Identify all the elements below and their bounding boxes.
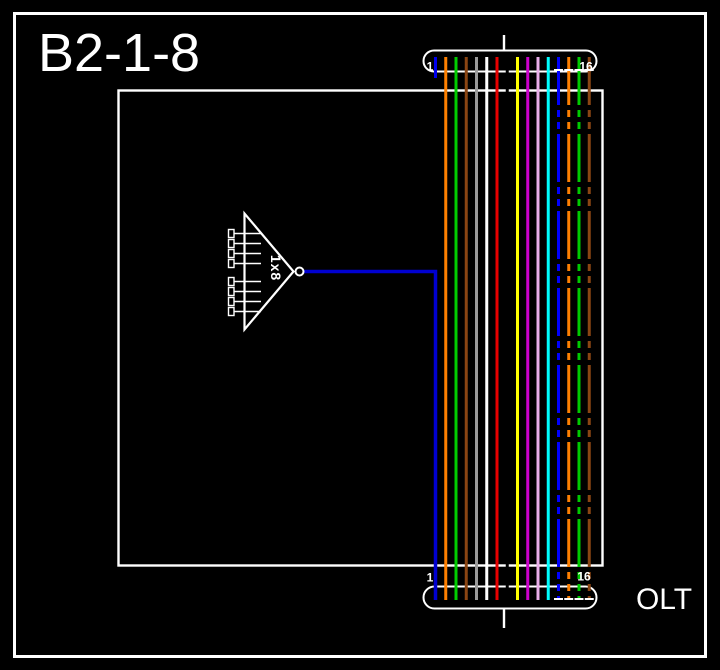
olt-label: OLT	[636, 583, 692, 616]
splitter-apex-connector	[294, 266, 305, 277]
page-title: B2-1-8	[38, 23, 200, 83]
enclosure-box	[117, 89, 604, 567]
splitter-input-fiber	[303, 269, 438, 600]
bottom-connector	[422, 585, 598, 628]
top-connector-label-1: 1	[427, 60, 434, 74]
fiber-ribbon	[434, 57, 594, 600]
splitter-symbol: 1x8	[227, 210, 438, 600]
splitter-port-connector-5	[227, 276, 235, 287]
splitter-port-connector-4	[227, 258, 235, 269]
bottom-connector-label-16: 16	[577, 570, 591, 584]
top-connector-label-16: 16	[579, 60, 593, 74]
splitter-port-connector-3	[227, 248, 235, 259]
splitter-triangle	[243, 210, 295, 333]
bottom-connector-label-1: 1	[427, 571, 434, 585]
top-connector	[422, 35, 598, 73]
splitter-output-ports	[227, 228, 261, 317]
splitter-port-connector-7	[227, 296, 235, 307]
top-connector-body	[422, 49, 598, 73]
splitter-port-connector-8	[227, 306, 235, 317]
splitter-label: 1x8	[268, 255, 284, 281]
splitter-port-connector-2	[227, 238, 235, 249]
outer-frame	[13, 12, 707, 658]
splitter-port-connector-1	[227, 228, 235, 239]
bottom-connector-body	[422, 585, 598, 610]
splitter-port-connector-6	[227, 286, 235, 297]
